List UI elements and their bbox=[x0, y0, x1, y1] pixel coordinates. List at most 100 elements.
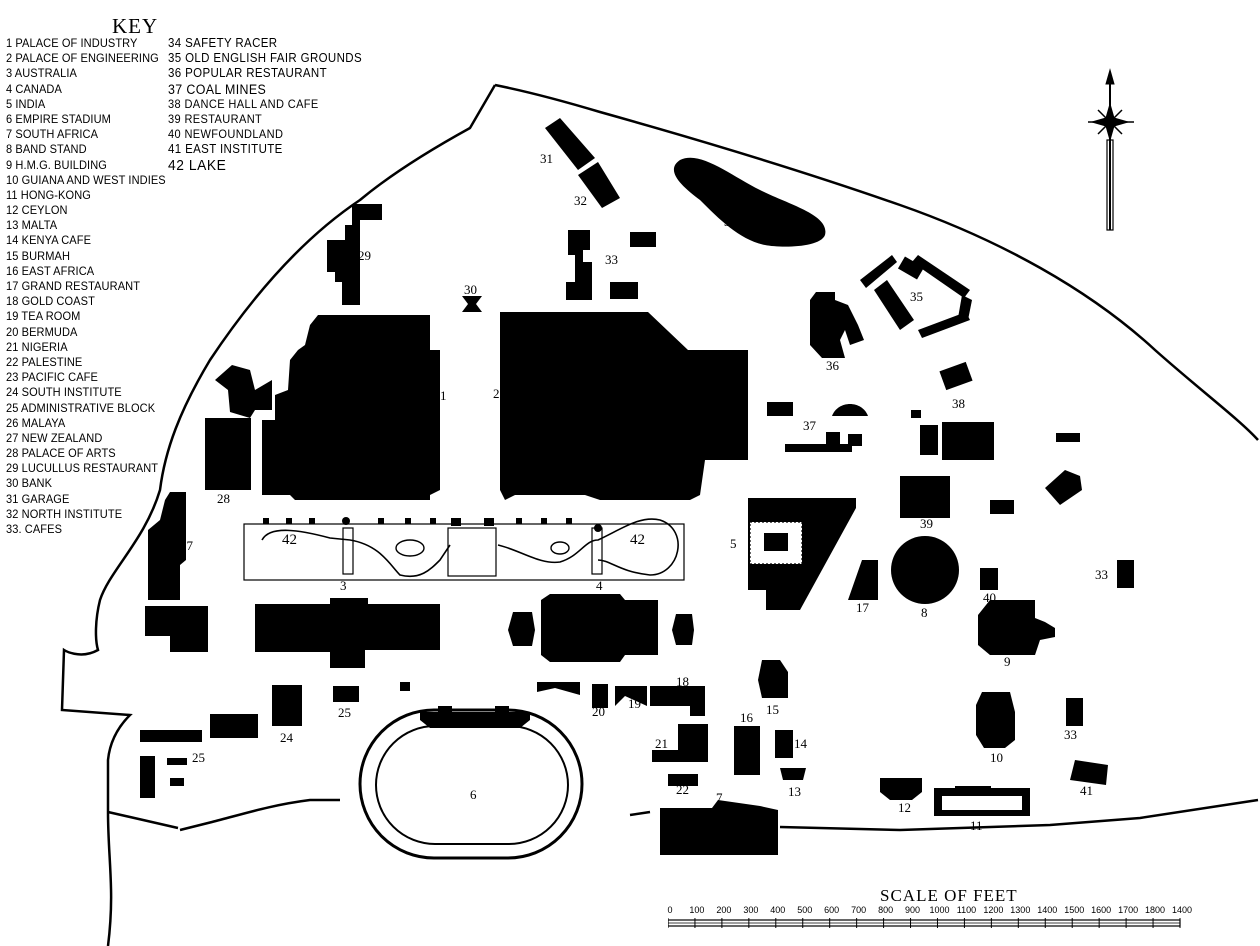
map-label: 40 bbox=[983, 590, 996, 605]
key-item: 38 DANCE HALL AND CAFE bbox=[168, 96, 319, 111]
map-label: 20 bbox=[592, 704, 605, 719]
key-item: 24 SOUTH INSTITUTE bbox=[6, 385, 122, 400]
map-label: 14 bbox=[794, 736, 808, 751]
key-item: 31 GARAGE bbox=[6, 491, 70, 506]
key-item: 41 EAST INSTITUTE bbox=[168, 142, 283, 157]
key-item: 40 NEWFOUNDLAND bbox=[168, 127, 284, 142]
map-label: 19 bbox=[628, 696, 641, 711]
key-item: 42 LAKE bbox=[168, 156, 227, 174]
map-label: 41 bbox=[1080, 783, 1093, 798]
key-item: 8 BAND STAND bbox=[6, 142, 87, 157]
map-label: 8 bbox=[921, 605, 928, 620]
map-label: 21 bbox=[655, 736, 668, 751]
lake bbox=[243, 517, 685, 581]
map-label: 42 bbox=[630, 532, 645, 548]
key-item: 21 NIGERIA bbox=[6, 339, 68, 354]
map-label: 30 bbox=[464, 282, 477, 297]
empire-stadium bbox=[358, 706, 584, 860]
map-label: 3 bbox=[340, 578, 347, 593]
key-item: 16 EAST AFRICA bbox=[6, 263, 95, 278]
scale-tick-label: 1200 bbox=[983, 905, 1004, 915]
scale-tick-label: 1800 bbox=[1145, 905, 1166, 915]
scale-tick-label: 1700 bbox=[1118, 905, 1139, 915]
key-item: 23 PACIFIC CAFE bbox=[6, 370, 98, 385]
site-boundary bbox=[60, 83, 1259, 946]
key-item: 25 ADMINISTRATIVE BLOCK bbox=[6, 400, 156, 415]
map-label: 18 bbox=[676, 674, 689, 689]
map-label: 1 bbox=[440, 388, 447, 403]
key-item: 39 RESTAURANT bbox=[168, 111, 263, 126]
map-label: 39 bbox=[920, 516, 933, 531]
key-item: 29 LUCULLUS RESTAURANT bbox=[6, 461, 159, 476]
map-label: 12 bbox=[898, 800, 911, 815]
key-item: 1 PALACE OF INDUSTRY bbox=[6, 36, 138, 50]
map-label: 11 bbox=[970, 818, 983, 833]
map-label: 28 bbox=[217, 491, 230, 506]
key-item: 19 TEA ROOM bbox=[6, 309, 81, 324]
scale-tick-label: 200 bbox=[716, 905, 732, 915]
key-item: 28 PALACE OF ARTS bbox=[6, 446, 116, 461]
key-item: 34 SAFETY RACER bbox=[168, 36, 278, 50]
key-item: 12 CEYLON bbox=[6, 203, 68, 218]
key-item: 11 HONG-KONG bbox=[6, 187, 91, 202]
key-item: 3 AUSTRALIA bbox=[6, 66, 77, 81]
map-label: 22 bbox=[676, 782, 689, 797]
map-label: 6 bbox=[470, 787, 477, 802]
key-item: 15 BURMAH bbox=[6, 248, 71, 263]
map-label: 15 bbox=[766, 702, 779, 717]
map-label: 37 bbox=[803, 418, 817, 433]
map-label: 13 bbox=[788, 784, 801, 799]
map-label: 29 bbox=[358, 248, 371, 263]
key-item: 30 BANK bbox=[6, 476, 53, 491]
buildings bbox=[140, 118, 1134, 855]
scale-tick-label: 800 bbox=[878, 905, 894, 915]
map-label: 5 bbox=[730, 536, 737, 551]
key-item: 27 NEW ZEALAND bbox=[6, 430, 103, 445]
map-label: 26 bbox=[184, 624, 198, 639]
key-item: 7 SOUTH AFRICA bbox=[6, 127, 99, 142]
key-item: 36 POPULAR RESTAURANT bbox=[168, 66, 327, 81]
key-item: 9 H.M.G. BUILDING bbox=[6, 157, 107, 172]
map-label: 34 bbox=[724, 214, 738, 229]
map-label: 4 bbox=[596, 578, 603, 593]
scale-tick-label: 300 bbox=[743, 905, 759, 915]
key-item: 32 NORTH INSTITUTE bbox=[6, 506, 123, 521]
map-label: 35 bbox=[910, 289, 923, 304]
map-label: 33 bbox=[1095, 567, 1108, 582]
scale-tick-label: 1100 bbox=[956, 905, 977, 915]
map-label: 7 bbox=[716, 790, 723, 805]
key-item: 22 PALESTINE bbox=[6, 354, 83, 369]
map-label: 9 bbox=[1004, 654, 1011, 669]
scale-tick-label: 1400 bbox=[1037, 905, 1058, 915]
key-item: 17 GRAND RESTAURANT bbox=[6, 279, 141, 293]
map-label: 31 bbox=[540, 151, 553, 166]
key-item: 33. CAFES bbox=[6, 522, 63, 536]
key-item: 37 COAL MINES bbox=[168, 81, 267, 97]
key-item: 4 CANADA bbox=[6, 81, 62, 96]
key-item: 2 PALACE OF ENGINEERING bbox=[6, 51, 159, 66]
map-label: 10 bbox=[990, 750, 1003, 765]
map-label: 24 bbox=[280, 730, 294, 745]
map-label: 16 bbox=[740, 710, 754, 725]
map-label: 42 bbox=[282, 532, 297, 548]
map-label: 27 bbox=[180, 538, 194, 553]
key-item: 10 GUIANA AND WEST INDIES bbox=[6, 172, 166, 187]
key-title: KEY bbox=[112, 14, 159, 38]
scale-tick-label: 600 bbox=[824, 905, 840, 915]
scale-tick-label: 1000 bbox=[929, 905, 950, 915]
key-item: 35 OLD ENGLISH FAIR GROUNDS bbox=[168, 51, 362, 66]
scale-bar bbox=[668, 918, 1181, 928]
map-label: 33 bbox=[605, 252, 618, 267]
key-item: 18 GOLD COAST bbox=[6, 294, 95, 309]
scale-tick-label: 1300 bbox=[1010, 905, 1031, 915]
scale-tick-label: 1500 bbox=[1064, 905, 1085, 915]
scale-tick-label: 500 bbox=[797, 905, 813, 915]
map-label: 2 bbox=[493, 386, 500, 401]
map-label: 38 bbox=[952, 396, 965, 411]
key-item: 13 MALTA bbox=[6, 218, 58, 233]
key-item: 20 BERMUDA bbox=[6, 324, 78, 339]
map-label: 33 bbox=[1064, 727, 1077, 742]
